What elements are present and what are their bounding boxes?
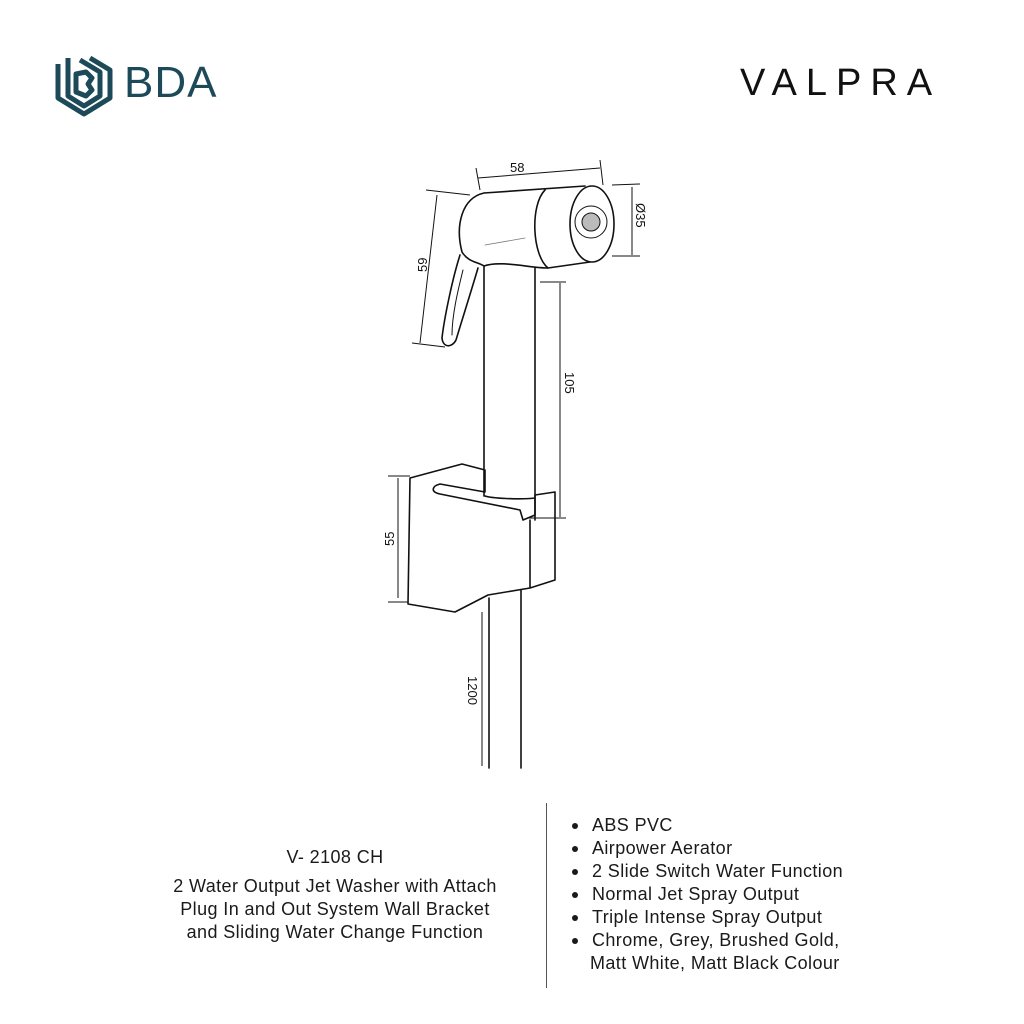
bda-logo-icon — [55, 55, 113, 117]
feature-list: ABS PVC Airpower Aerator 2 Slide Switch … — [568, 814, 843, 975]
handle-stem — [483, 265, 536, 521]
feature-item: Normal Jet Spray Output — [568, 883, 843, 906]
bda-logo-text: BDA — [124, 58, 218, 107]
bullet-icon — [572, 823, 578, 829]
feature-item: Chrome, Grey, Brushed Gold, — [568, 929, 843, 952]
feature-item-continued: Matt White, Matt Black Colour — [590, 953, 840, 973]
dim-bracket-height: 55 — [382, 532, 397, 546]
trigger-lever — [441, 254, 479, 347]
bullet-icon — [572, 869, 578, 875]
nozzle — [569, 185, 615, 263]
model-number: V- 2108 CH — [286, 847, 384, 867]
hose — [488, 589, 522, 769]
feature-item: ABS PVC — [568, 814, 843, 837]
bullet-icon — [572, 846, 578, 852]
wall-bracket — [407, 463, 556, 613]
dim-width: 58 — [510, 160, 524, 175]
dim-pipe-length: 105 — [562, 372, 577, 394]
sprayer-head — [458, 185, 591, 269]
description-line: 2 Water Output Jet Washer with Attach — [173, 876, 497, 896]
description-line: Plug In and Out System Wall Bracket — [180, 899, 490, 919]
bullet-icon — [572, 915, 578, 921]
dim-nozzle-diameter: Ø35 — [633, 203, 648, 228]
bullet-icon — [572, 938, 578, 944]
product-description: V- 2108 CH 2 Water Output Jet Washer wit… — [120, 846, 550, 944]
dim-hose-length: 1200 — [465, 676, 480, 705]
valpra-logo-text: VALPRA — [740, 62, 942, 104]
feature-item: Airpower Aerator — [568, 837, 843, 860]
feature-item: Triple Intense Spray Output — [568, 906, 843, 929]
divider — [546, 803, 547, 988]
bullet-icon — [572, 892, 578, 898]
dim-head-height: 59 — [415, 258, 430, 272]
feature-item: 2 Slide Switch Water Function — [568, 860, 843, 883]
description-line: and Sliding Water Change Function — [186, 922, 484, 942]
